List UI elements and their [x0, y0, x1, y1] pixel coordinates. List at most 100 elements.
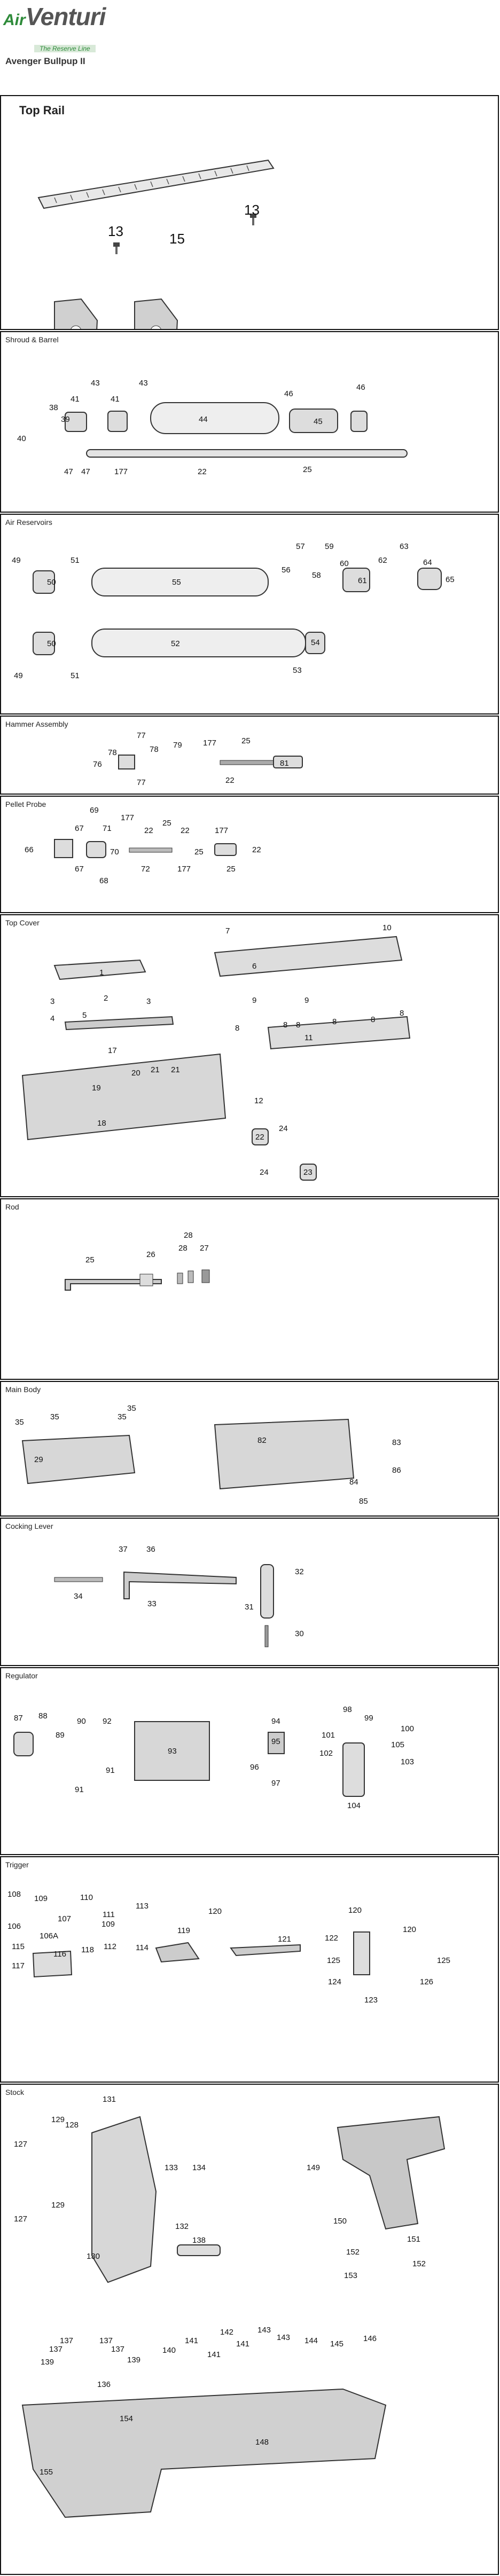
part-label: 28: [178, 1244, 188, 1253]
part-label: 90: [77, 1717, 86, 1726]
part-label: 155: [40, 2468, 53, 2477]
section-title: Pellet Probe: [5, 800, 46, 808]
section-title: Cocking Lever: [5, 1522, 53, 1530]
part-label: 4: [50, 1014, 54, 1023]
part-label: 50: [47, 639, 56, 648]
part-label: 66: [25, 845, 34, 854]
part-label: 40: [17, 434, 26, 443]
part-label: 125: [437, 1956, 450, 1965]
part-labels: 108 109 110 111 107 109 113 106 106A 112…: [7, 1890, 450, 2005]
part-label: 51: [71, 556, 80, 565]
part-label: 94: [271, 1717, 280, 1726]
part-label: 120: [403, 1925, 416, 1934]
part-label: 23: [303, 1168, 312, 1177]
part-label: 24: [279, 1124, 288, 1133]
probe-rod: [129, 847, 173, 853]
part-label: 44: [199, 415, 208, 424]
part-label: 134: [192, 2163, 206, 2172]
rod-pin: [177, 1273, 183, 1284]
part-label: 141: [236, 2339, 249, 2349]
part-label: 5: [82, 1011, 87, 1020]
part-label: 76: [93, 760, 102, 769]
body-left: [21, 1434, 136, 1485]
part-label: 1: [99, 968, 104, 977]
part-label: 22: [198, 467, 207, 476]
part-label: 127: [14, 2214, 27, 2224]
part-label: 132: [175, 2222, 189, 2231]
part-label: 102: [319, 1749, 333, 1758]
section-rod: Rod 28 25 26 28 27: [0, 1198, 499, 1380]
part-label: 15: [169, 231, 185, 247]
trigger-sear: [353, 1931, 370, 1975]
part-label: 140: [162, 2346, 176, 2355]
part-labels: 69 177 71 67 22 66 70 72 25 22 177 25 22…: [25, 806, 261, 885]
part-label: 177: [215, 826, 228, 835]
hammer-body: [273, 756, 303, 768]
section-shroud-barrel: Shroud & Barrel 43 43 41 38 39 41 40 44 …: [0, 331, 499, 513]
part-label: 118: [81, 1945, 94, 1954]
part-label: 41: [71, 395, 80, 404]
part-label: 9: [304, 996, 309, 1005]
part-label: 54: [311, 638, 320, 647]
section-top-cover: Top Cover 7 10 1 6 3 2 3 9 9 4 5 8 8 8 8…: [0, 914, 499, 1197]
part-label: 152: [346, 2248, 360, 2257]
part-label: 61: [358, 576, 367, 585]
part-label: 22: [225, 776, 235, 785]
part-label: 139: [127, 2355, 140, 2365]
part-label: 105: [391, 1740, 404, 1749]
part-label: 148: [255, 2438, 269, 2447]
part-label: 79: [173, 741, 182, 750]
part-label: 6: [252, 962, 256, 971]
part-label: 63: [400, 542, 409, 551]
part-label: 99: [364, 1714, 373, 1723]
part-label: 3: [146, 997, 151, 1006]
part-label: 69: [90, 806, 99, 815]
part-label: 110: [80, 1893, 93, 1902]
logo-venturi-text: Venturi: [25, 3, 106, 30]
part-label: 8: [332, 1017, 337, 1026]
diagram-stock: 131 129 128 127 133 134 149 129 127 132 …: [14, 2095, 446, 2518]
part-label: 139: [41, 2358, 54, 2367]
section-main-body: Main Body 35 35 35 35 29 82 83 84 86 85: [0, 1381, 499, 1517]
lever-screw: [264, 1625, 269, 1647]
part-label: 34: [74, 1592, 83, 1601]
part-labels: 87 88 89 90 92 93 91 91 94 95 96 97 98 9…: [14, 1705, 414, 1810]
part-label: 29: [34, 1455, 43, 1464]
part-label: 143: [277, 2333, 290, 2342]
part-label: 88: [38, 1711, 48, 1721]
part-label: 177: [203, 739, 216, 748]
probe-collar: [86, 841, 106, 858]
part-label: 91: [106, 1766, 115, 1775]
mount-clamp-left: [54, 298, 98, 329]
part-label: 112: [104, 1942, 116, 1951]
butt-pad: [91, 2116, 157, 2283]
part-label: 177: [114, 467, 128, 476]
part-label: 36: [146, 1545, 155, 1554]
part-label: 37: [119, 1545, 128, 1554]
section-title: Hammer Assembly: [5, 720, 68, 728]
part-label: 67: [75, 824, 84, 833]
part-label: 81: [280, 759, 289, 768]
part-label: 111: [103, 1910, 115, 1919]
cover-frame: [267, 1016, 411, 1050]
part-label: 177: [177, 865, 191, 874]
part-label: 11: [304, 1033, 313, 1042]
part-label: 67: [75, 865, 84, 874]
regulator-valve: [342, 1742, 365, 1797]
section-cocking-lever: Cocking Lever 37 36 32 34 33 31 30: [0, 1518, 499, 1666]
part-label: 137: [111, 2345, 124, 2354]
part-label: 28: [184, 1231, 193, 1240]
part-label: 13: [108, 223, 123, 239]
part-label: 30: [295, 1629, 304, 1638]
rod-pin: [188, 1270, 194, 1283]
lever-pin: [54, 1577, 103, 1582]
bushing: [252, 1128, 269, 1145]
part-label: 39: [61, 415, 70, 424]
part-labels: 37 36 32 34 33 31 30: [74, 1545, 304, 1638]
trigger-blade: [155, 1942, 200, 1963]
part-label: 57: [296, 542, 305, 551]
part-labels: 13 13 15 15 16: [108, 202, 260, 247]
part-label: 22: [144, 826, 153, 835]
stock-plate: [177, 2244, 221, 2256]
section-air-reservoirs: Air Reservoirs 49 51 50 55 56 57 58 59 6…: [0, 514, 499, 714]
